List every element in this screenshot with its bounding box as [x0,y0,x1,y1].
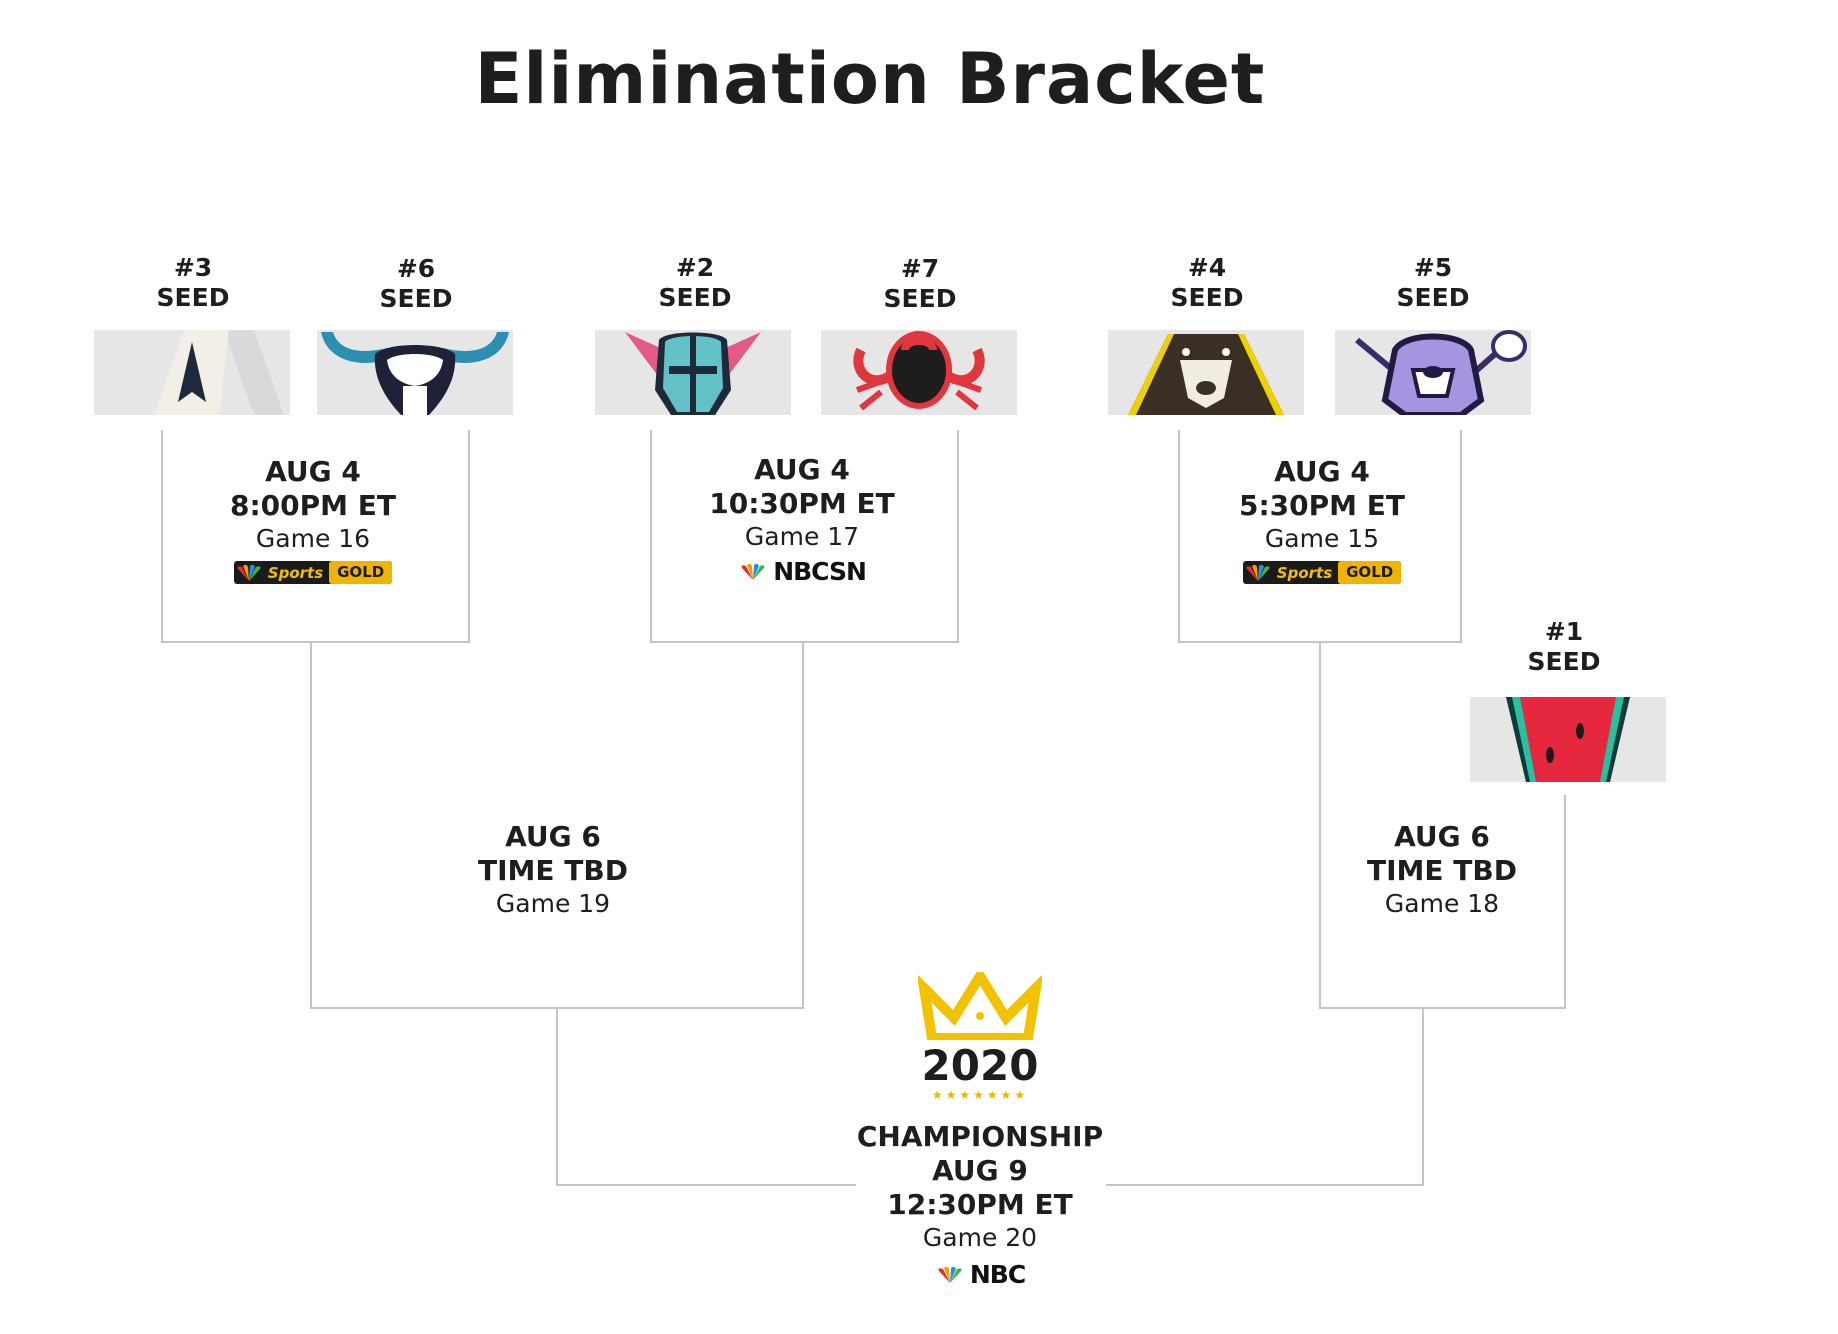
bull-skull-logo [317,330,513,415]
seed-rank: #3 [173,253,213,282]
nbc-sports-gold-badge: Sports GOLD [1242,561,1402,584]
watermelon-logo [1470,697,1666,782]
seed-rank: #6 [396,254,436,283]
peacock-icon [237,564,261,581]
game-date: AUG 6 [1394,820,1490,853]
winged-helmet-logo [595,330,791,415]
scorpion-logo [821,330,1017,415]
bear-icon [1128,334,1284,415]
game-16: AUG 4 8:00PM ET Game 16 Sports GOLD [163,455,463,587]
bracket-line [310,643,312,1008]
bracket-line [1319,1007,1566,1009]
bracket-line [468,430,470,642]
game-time: 12:30PM ET [887,1188,1073,1221]
bracket-line [650,641,959,643]
nbcsn-logo: NBCSN [652,557,952,586]
bracket-line [556,1184,856,1186]
game-number: Game 16 [255,524,371,553]
seed-7-label: #7 SEED [820,254,1020,314]
winged-helmet-icon [625,332,761,415]
seed-rank: #1 [1544,617,1584,646]
bull-skull-icon [321,332,509,415]
bracket-line [1422,1009,1424,1185]
bracket-line [1564,795,1566,1008]
crown-icon [916,966,1044,1043]
network-name: NBCSN [773,557,867,586]
bracket-line [310,1007,804,1009]
bracket-line [650,430,652,642]
game-time: 8:00PM ET [229,489,396,522]
seed-rank: #4 [1187,253,1227,282]
championship: 2020 ★★★★★★★ CHAMPIONSHIP AUG 9 12:30PM … [830,966,1130,1289]
bracket-line [1106,1184,1424,1186]
sports-text: Sports [1276,563,1333,582]
seed-word: SEED [883,284,957,313]
bracket-line [1319,643,1321,1008]
bulldog-lacrosse-icon [1355,330,1527,415]
seed-word: SEED [658,283,732,312]
game-time: 5:30PM ET [1238,489,1405,522]
game-date: AUG 4 [265,455,361,488]
game-number: Game 19 [495,889,611,918]
stars-row: ★★★★★★★ [931,1088,1029,1102]
watermelon-icon [1506,697,1630,782]
sports-text: Sports [267,563,324,582]
seed-word: SEED [379,284,453,313]
seed-rank: #2 [675,253,715,282]
bracket-line [802,643,804,1008]
game-18: AUG 6 TIME TBD Game 18 [1292,820,1592,920]
game-date: AUG 6 [505,820,601,853]
peacock-icon [938,1266,962,1283]
network-name: NBC [969,1260,1026,1289]
seed-5-label: #5 SEED [1333,253,1533,313]
game-number: Game 17 [744,522,860,551]
game-time: 10:30PM ET [709,487,895,520]
bracket-line [161,430,163,642]
game-number: Game 15 [1264,524,1380,553]
arrow-logo-icon [154,330,284,415]
arrow-logo [94,330,290,415]
peacock-icon [1246,564,1270,581]
bulldog-lacrosse-logo [1335,330,1531,415]
game-19: AUG 6 TIME TBD Game 19 [403,820,703,920]
game-date: AUG 4 [1274,455,1370,488]
seed-word: SEED [1396,283,1470,312]
page-title: Elimination Bracket [474,38,1266,120]
game-17: AUG 4 10:30PM ET Game 17 NBCSN [652,453,952,586]
championship-year: 2020 [921,1041,1039,1090]
game-number: Game 18 [1384,889,1500,918]
game-date: AUG 4 [754,453,850,486]
peacock-icon [741,563,765,580]
bracket-line [1460,430,1462,642]
bracket-line [957,430,959,642]
seed-3-label: #3 SEED [93,253,293,313]
game-time: TIME TBD [478,854,628,887]
scorpion-icon [853,331,985,411]
seed-1-label: #1 SEED [1464,617,1664,677]
gold-text: GOLD [1338,561,1402,584]
seed-6-label: #6 SEED [316,254,516,314]
seed-word: SEED [1170,283,1244,312]
seed-word: SEED [1527,647,1601,676]
seed-rank: #7 [900,254,940,283]
game-date: AUG 9 [932,1154,1028,1187]
bracket-line [1178,641,1462,643]
nbc-logo: NBC [830,1260,1130,1289]
game-number: Game 20 [922,1223,1038,1252]
game-time: TIME TBD [1367,854,1517,887]
seed-4-label: #4 SEED [1107,253,1307,313]
game-15: AUG 4 5:30PM ET Game 15 Sports GOLD [1172,455,1472,587]
bracket-line [556,1009,558,1185]
seed-rank: #5 [1413,253,1453,282]
bear-logo [1108,330,1304,415]
bracket-line [161,641,470,643]
nbc-sports-gold-badge: Sports GOLD [233,561,393,584]
bracket-line [1178,430,1180,642]
seed-word: SEED [156,283,230,312]
championship-label: CHAMPIONSHIP [856,1120,1104,1153]
seed-2-label: #2 SEED [595,253,795,313]
gold-text: GOLD [329,561,393,584]
